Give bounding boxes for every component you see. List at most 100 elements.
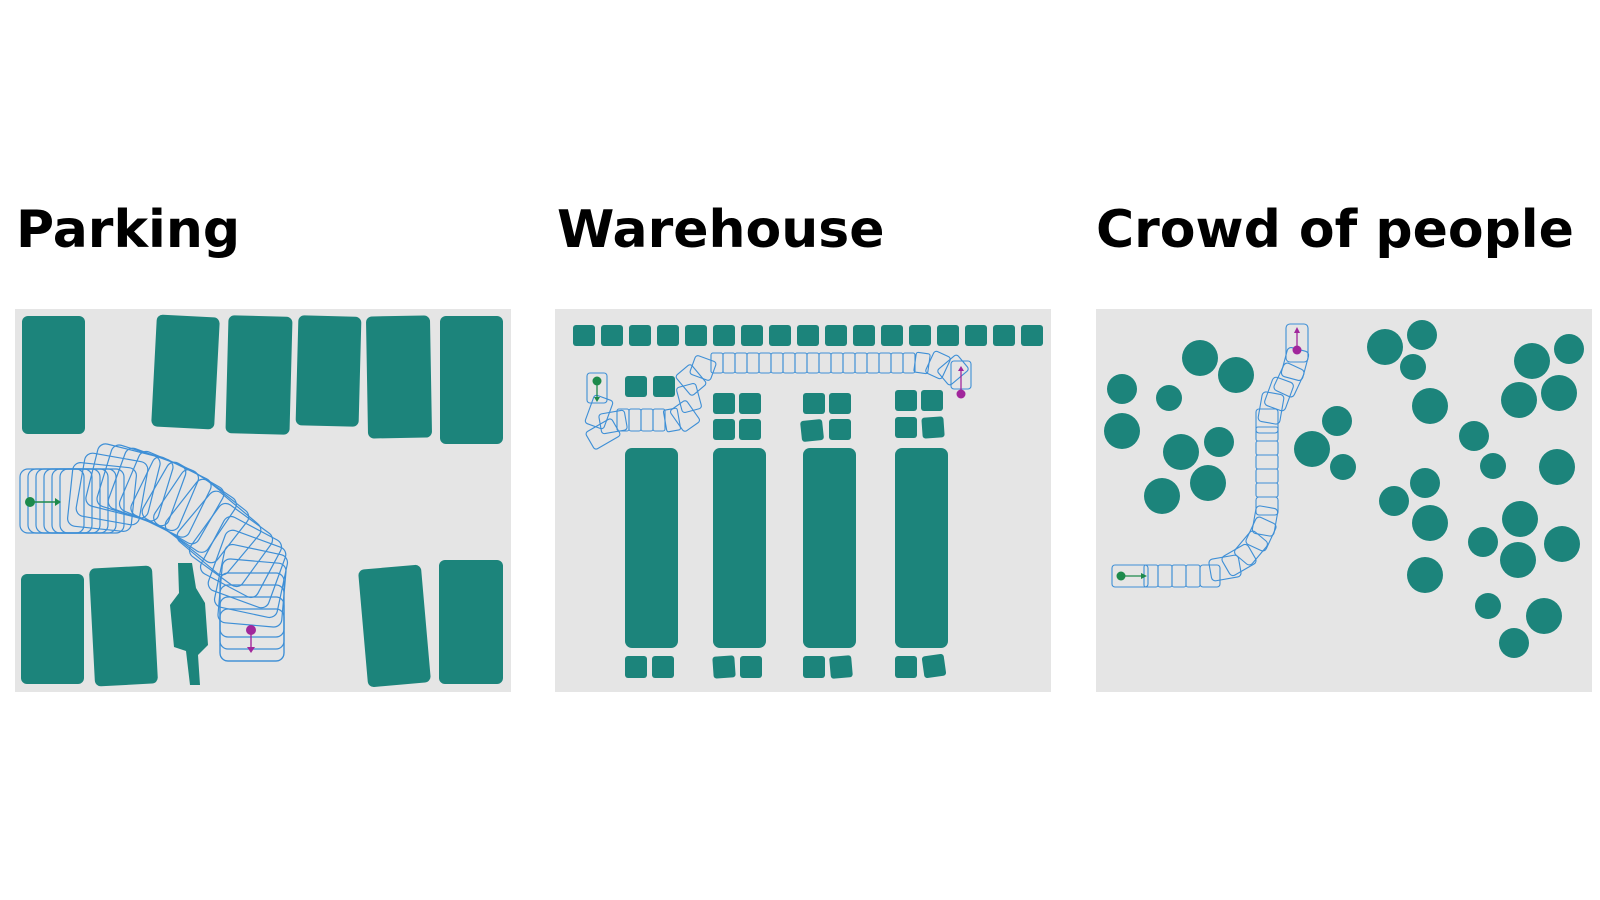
storage-box [921,653,947,679]
storage-box [625,656,647,678]
robot-footprint [1273,362,1305,398]
storage-box [909,325,931,346]
person [1407,557,1443,593]
storage-box [921,390,943,411]
person [1526,598,1562,634]
person [1514,343,1550,379]
storage-box [713,325,735,346]
robot-footprint [662,407,682,433]
storage-box [937,325,959,346]
person [1190,465,1226,501]
storage-box [1021,325,1043,346]
robot-footprint [1255,408,1279,434]
person [1480,453,1506,479]
robot-footprint [937,354,969,386]
parking-scene [15,309,511,692]
person [1322,406,1352,436]
warehouse-scene [555,309,1051,692]
person [1502,501,1538,537]
parked-car [439,560,503,684]
parked-car [89,565,158,687]
person [1501,382,1537,418]
storage-box [657,325,679,346]
shelf [895,448,948,648]
goal-marker [1292,327,1302,355]
parked-car [366,315,432,439]
goal-arrowhead [1294,327,1300,333]
vehicle-footprint [130,456,212,538]
shelf-boxes [625,376,945,442]
shelf [803,448,856,648]
vehicle-footprint [207,529,287,609]
robot-footprint [1255,496,1279,516]
storage-box [740,656,762,678]
person [1500,542,1536,578]
top-box-row [573,325,1043,346]
person [1379,486,1409,516]
storage-box [712,655,736,679]
storage-box [993,325,1015,346]
person [1554,334,1584,364]
person [1104,413,1140,449]
storage-box [829,393,851,414]
robot-footprint [676,382,702,414]
bottom-boxes [625,653,947,679]
storage-box [829,419,851,440]
storage-box [881,325,903,346]
panel-title-parking: Parking [16,200,241,260]
planned-path-footprints [19,443,289,662]
planned-path-footprints [1111,323,1310,588]
person [1144,478,1180,514]
person [1330,454,1356,480]
person [1182,340,1218,376]
robot-footprint [1251,505,1279,537]
person [1156,385,1182,411]
robot-footprint [1264,376,1294,412]
motorcycle-obstacle [170,563,208,685]
robot-footprint [584,394,614,430]
storage-box [803,393,825,414]
vehicle-footprint [75,452,149,526]
robot-footprint [675,364,707,396]
storage-box [739,419,761,440]
storage-box [803,656,825,678]
person [1499,628,1529,658]
storage-box [797,325,819,346]
storage-box [800,419,824,442]
start-marker [592,376,602,402]
person [1107,374,1137,404]
storage-box [769,325,791,346]
storage-box [825,325,847,346]
crowd-scene [1096,309,1592,692]
person [1367,329,1403,365]
parked-car [440,316,503,444]
robot-footprint [1221,543,1257,577]
parked-cars [21,314,503,687]
storage-box [652,656,674,678]
robot-footprint [925,350,951,380]
person [1539,449,1575,485]
person [1459,421,1489,451]
person [1412,388,1448,424]
robot-footprint [598,409,628,435]
goal-marker [246,625,256,653]
robot-footprint [1234,530,1268,566]
shelf [625,448,678,648]
parked-car [358,564,431,687]
robot-footprint [585,418,621,450]
storage-box [965,325,987,346]
shelf [713,448,766,648]
person [1544,526,1580,562]
person [1410,468,1440,498]
storage-box [713,419,735,440]
robot-footprint [586,372,608,404]
storage-box [741,325,763,346]
goal-arrowhead [958,366,964,371]
vehicle-footprint [176,490,262,576]
storage-box [685,325,707,346]
person [1475,593,1501,619]
start-arrowhead [594,397,600,402]
robot-footprint [1285,323,1309,363]
person [1218,357,1254,393]
person [1400,354,1426,380]
